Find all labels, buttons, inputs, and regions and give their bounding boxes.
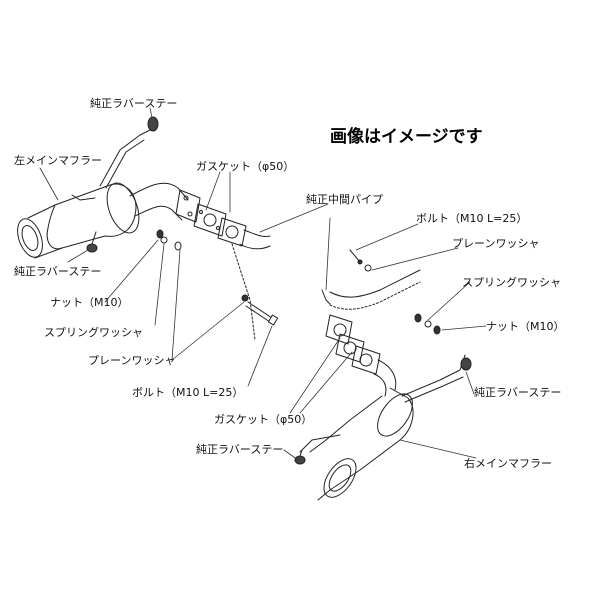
label-genuine-center-pipe: 純正中間パイプ (306, 193, 383, 206)
fasteners-left (156, 229, 279, 326)
label-nut-left: ナット（M10） (50, 296, 129, 309)
label-right-main-muffler: 右メインマフラー (464, 457, 552, 470)
label-nut-right: ナット（M10） (486, 320, 565, 333)
label-plain-washer-right: プレーンワッシャ (452, 237, 540, 250)
gasket-left (193, 203, 227, 237)
label-spring-washer-right: スプリングワッシャ (462, 276, 561, 289)
label-rubber-stay-left-lower: 純正ラバーステー (14, 265, 102, 278)
label-rubber-stay-top-left: 純正ラバーステー (90, 97, 178, 110)
label-left-main-muffler: 左メインマフラー (14, 154, 102, 167)
label-rubber-stay-bottom: 純正ラバーステー (196, 443, 284, 456)
label-bolt-left: ボルト（M10 L=25） (132, 386, 244, 399)
leader-lines (39, 107, 487, 461)
label-plain-washer-left: プレーンワッシャ (88, 354, 176, 367)
label-bolt-right: ボルト（M10 L=25） (416, 212, 528, 225)
label-gasket-lower: ガスケット（φ50） (214, 413, 313, 426)
center-pipe-left (217, 217, 271, 341)
fasteners-right (349, 249, 441, 335)
image-is-illustration-note: 画像はイメージです (330, 127, 483, 147)
label-gasket-upper: ガスケット（φ50） (196, 160, 295, 173)
left-muffler-assembly (17, 116, 201, 259)
label-rubber-stay-right: 純正ラバーステー (474, 386, 562, 399)
label-spring-washer-left: スプリングワッシャ (44, 326, 143, 339)
